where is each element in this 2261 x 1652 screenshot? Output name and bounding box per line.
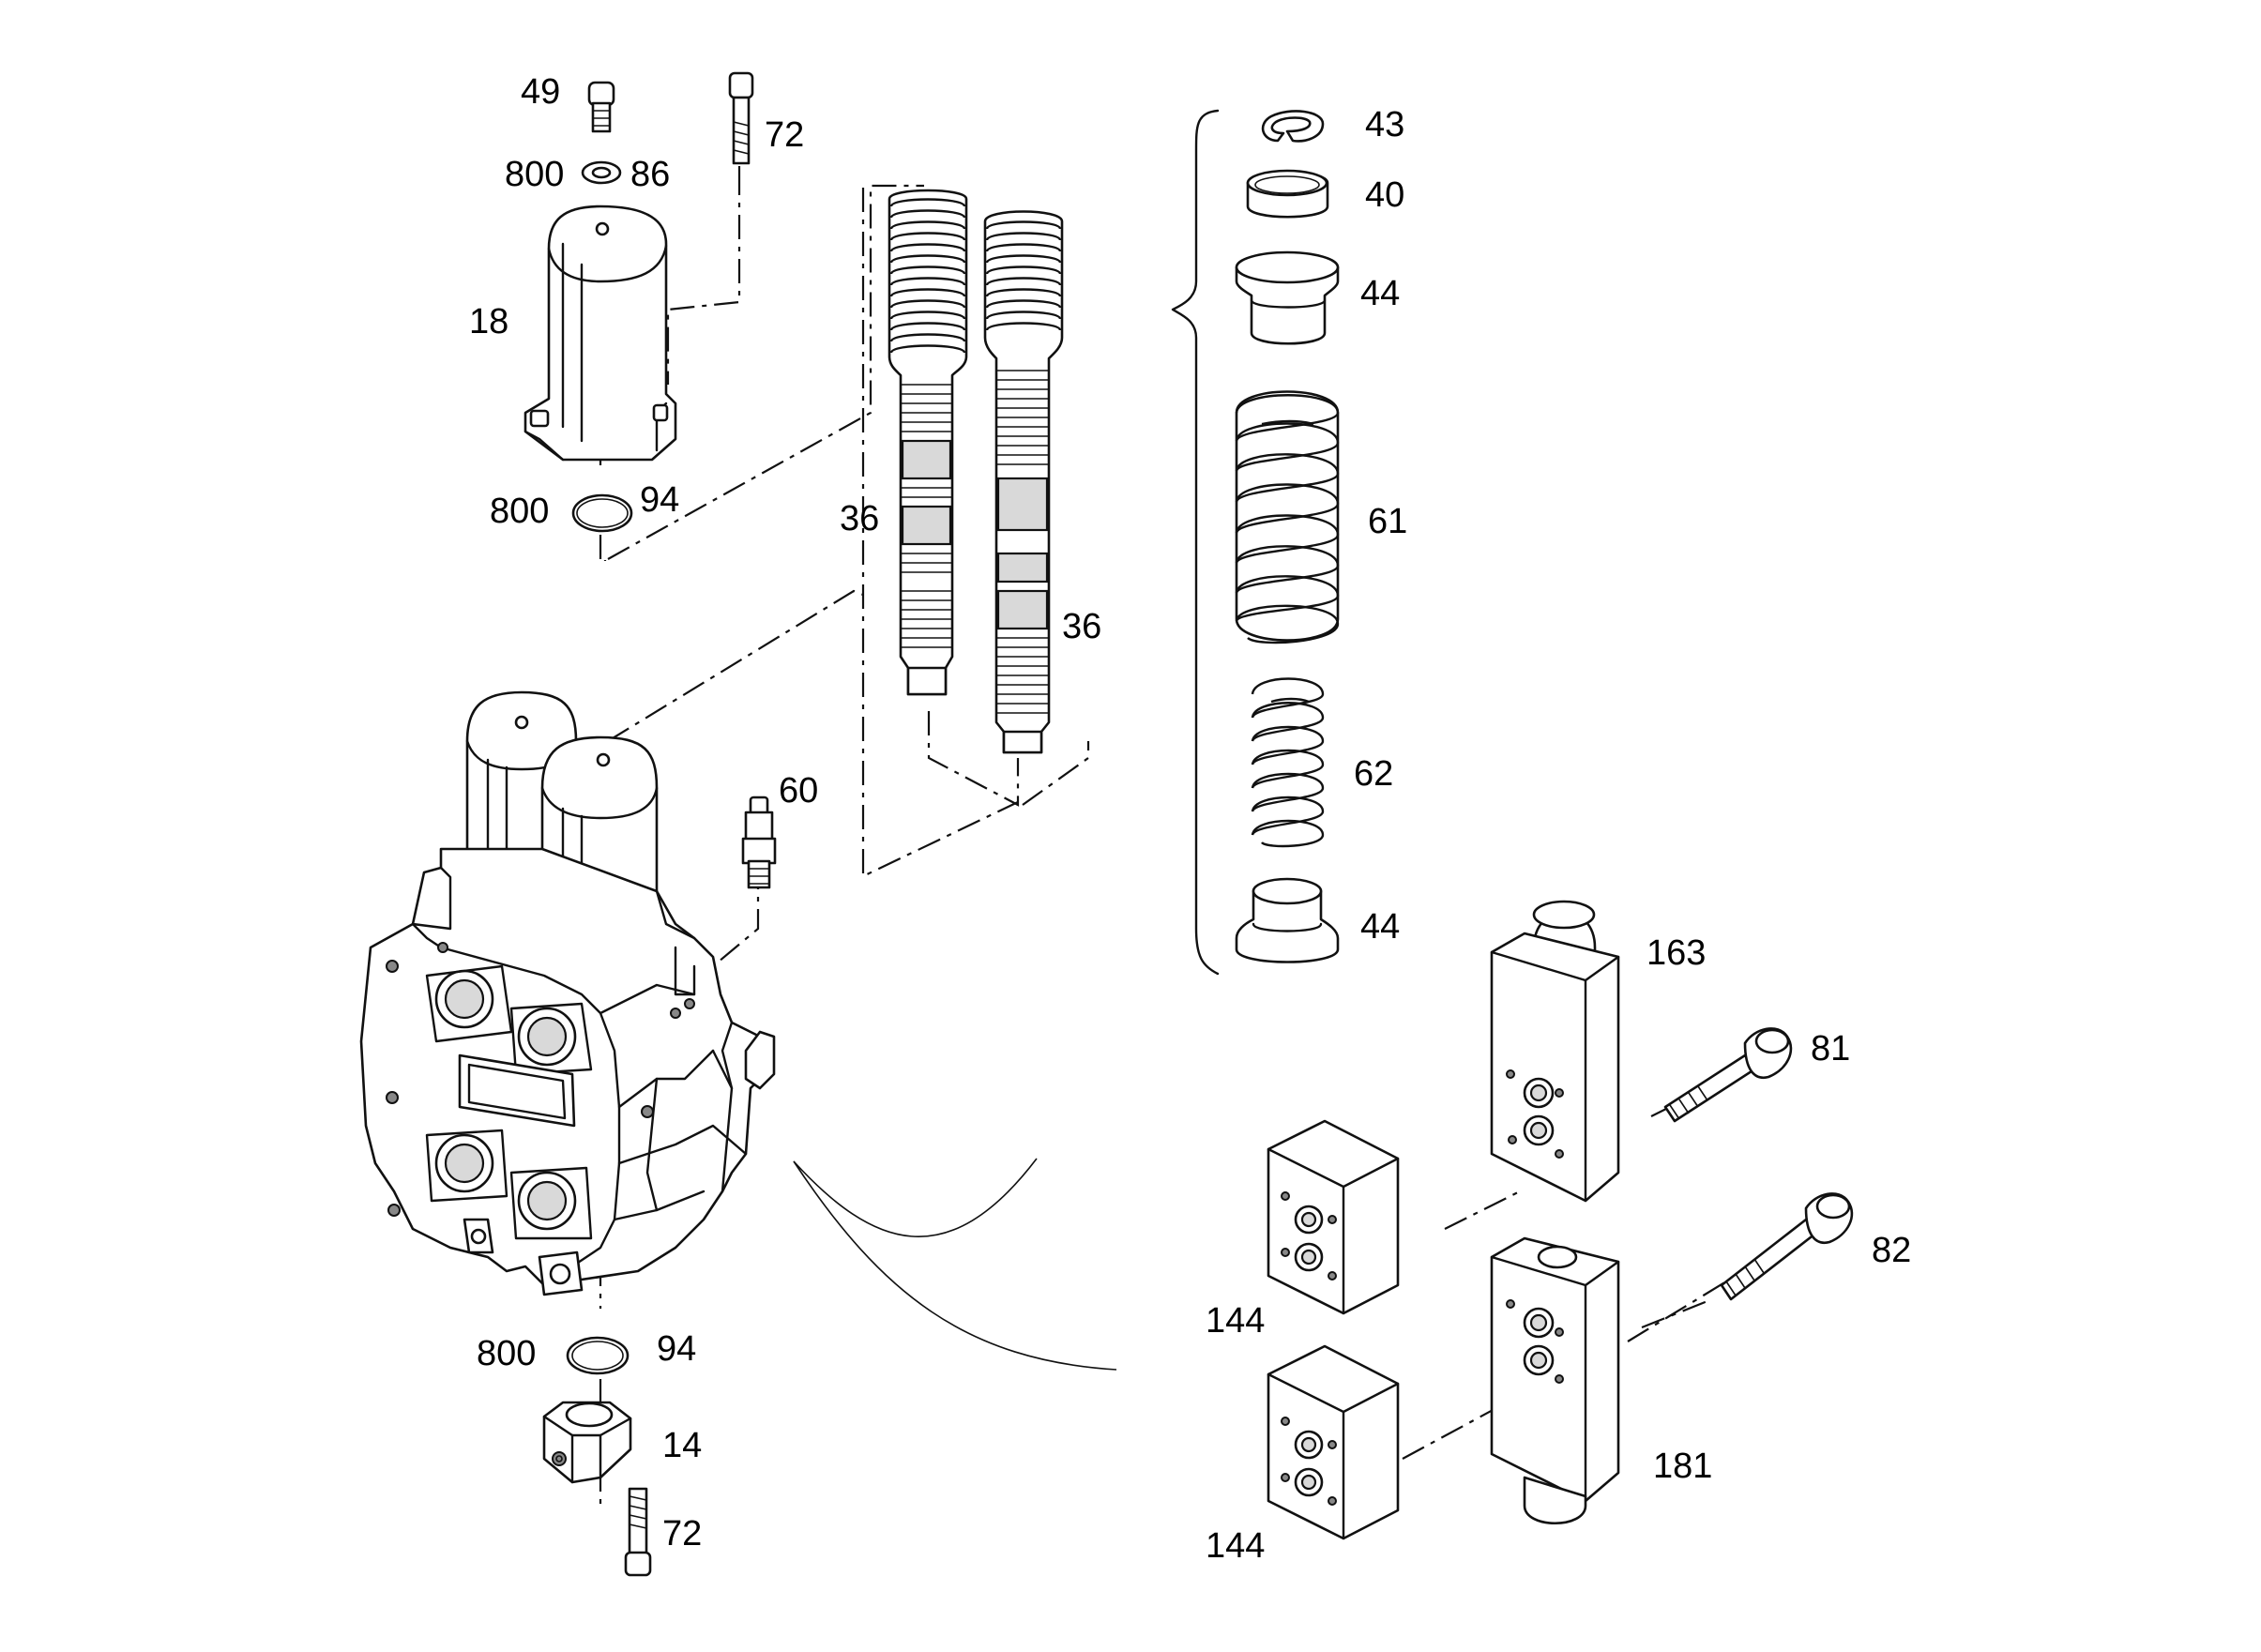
part-144-plate-lower (1267, 1344, 1400, 1540)
label-94-bottom: 94 (657, 1329, 696, 1369)
connection-arc (793, 1158, 1038, 1237)
part-72-screw-top (728, 71, 754, 165)
part-144-plate-upper (1267, 1119, 1400, 1315)
label-44-bottom: 44 (1360, 907, 1400, 947)
label-36-left: 36 (840, 499, 879, 538)
label-18: 18 (469, 302, 508, 341)
part-36-spool-right (983, 210, 1064, 754)
label-800-mid: 800 (490, 492, 549, 531)
label-144-upper: 144 (1206, 1301, 1265, 1341)
connection-arc-lower (793, 1160, 1117, 1371)
label-94-top: 94 (640, 480, 679, 520)
label-72-bottom: 72 (662, 1514, 702, 1553)
label-72-top: 72 (765, 115, 804, 155)
part-14-flange (542, 1401, 632, 1484)
label-144-lower: 144 (1206, 1526, 1265, 1566)
part-44-cup-bottom (1235, 877, 1340, 963)
label-49: 49 (521, 72, 560, 112)
label-43: 43 (1365, 105, 1404, 144)
part-94-oring-bottom (566, 1336, 630, 1375)
part-60-fitting (741, 796, 777, 889)
group-bracket (1171, 109, 1220, 976)
label-61: 61 (1368, 502, 1407, 541)
label-60: 60 (779, 771, 818, 811)
part-43-snap-ring (1261, 110, 1325, 143)
label-62: 62 (1354, 754, 1393, 794)
part-49-plug (587, 81, 615, 133)
part-181-valve-block (1490, 1236, 1620, 1524)
label-800-bottom: 800 (477, 1334, 536, 1373)
part-61-spring-large (1235, 390, 1340, 644)
part-72-screw-bottom (624, 1487, 652, 1577)
label-40: 40 (1365, 175, 1404, 215)
part-86-seal (581, 160, 622, 185)
label-86: 86 (630, 155, 670, 194)
label-14: 14 (662, 1426, 702, 1465)
part-18-solenoid-cap (524, 205, 677, 462)
label-181: 181 (1653, 1447, 1712, 1486)
part-36-spool-left (888, 189, 968, 696)
part-81-bolt (1663, 1027, 1793, 1123)
part-82-bolt (1720, 1192, 1854, 1301)
part-44-cup-top (1235, 250, 1340, 345)
label-81: 81 (1811, 1029, 1850, 1068)
part-163-valve-block (1490, 900, 1620, 1203)
part-40-ring (1246, 169, 1329, 219)
label-44-top: 44 (1360, 274, 1400, 313)
part-94-oring-top (571, 493, 633, 533)
leader-lines (599, 90, 1737, 1510)
label-800-top: 800 (505, 155, 564, 194)
label-36-right: 36 (1062, 607, 1101, 646)
main-valve-body (359, 690, 776, 1296)
label-163: 163 (1646, 933, 1706, 973)
part-number-labels: 49 72 800 86 18 800 94 36 36 60 43 40 44… (469, 72, 1911, 1566)
label-82: 82 (1872, 1231, 1911, 1270)
part-62-spring-small (1251, 677, 1325, 848)
